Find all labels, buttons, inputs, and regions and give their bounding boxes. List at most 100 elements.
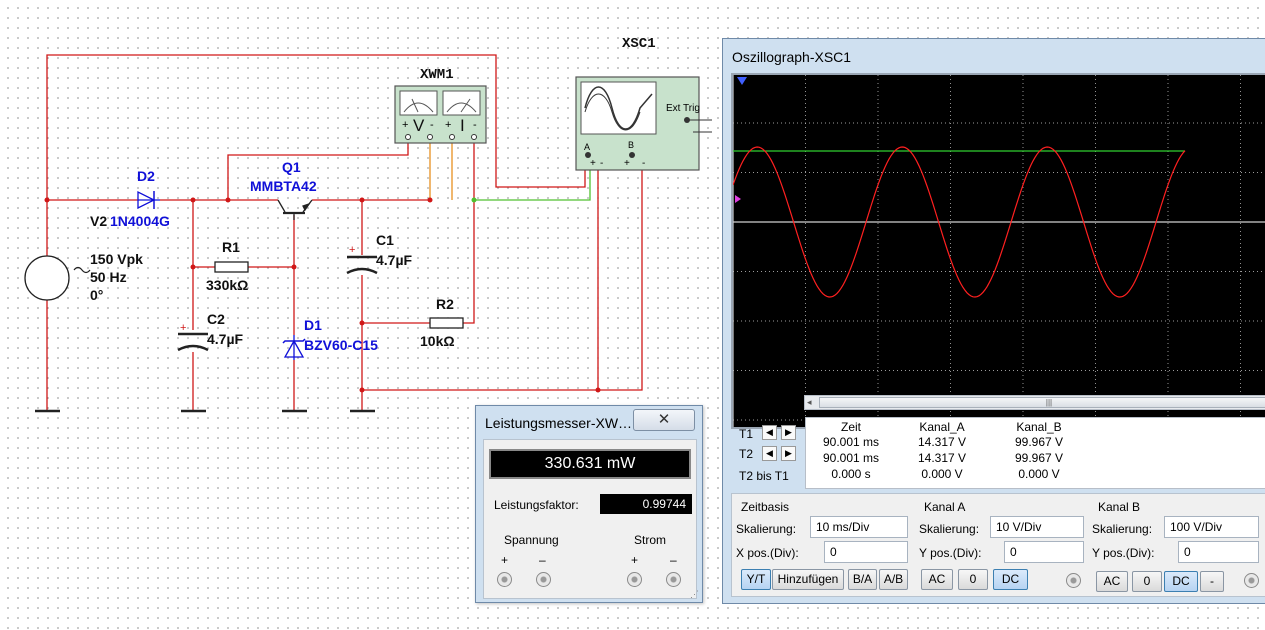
c2-value: 4.7µF (207, 331, 244, 347)
wire (362, 160, 599, 391)
current-plus-terminal[interactable] (627, 572, 642, 587)
r1-name: R1 (222, 239, 240, 255)
d2-part: 1N4004G (110, 213, 170, 229)
wire-green (474, 160, 591, 201)
cursor-t1-marker-icon[interactable] (737, 77, 747, 85)
channel-a-terminal[interactable] (1066, 573, 1081, 588)
oscilloscope-title: Oszillograph-XSC1 (732, 49, 852, 65)
horizontal-scrollbar[interactable]: ◂ ||| (804, 395, 1265, 410)
channel-b-scale-label: Skalierung: (1092, 522, 1153, 536)
delta-time: 0.000 s (831, 467, 871, 481)
channel-a-section-title: Kanal A (924, 500, 966, 514)
col-header-time: Zeit (840, 420, 861, 434)
timebase-scale-label: Skalierung: (736, 522, 797, 536)
capacitor-c2[interactable]: + (177, 322, 209, 352)
channel-b-ac-button[interactable]: AC (1096, 571, 1128, 592)
resistor-r2[interactable] (429, 317, 464, 329)
wattmeter-xwm1[interactable]: + - + - (394, 85, 487, 144)
channel-b-scale-input[interactable]: 100 V/Div (1164, 516, 1259, 538)
svg-text:+: + (180, 322, 186, 334)
add-mode-button[interactable]: Hinzufügen (772, 569, 844, 590)
cursor-t1-right-button[interactable]: ▶ (781, 425, 796, 440)
t2-channel-a: 14.317 V (917, 451, 967, 465)
cursor-t2-right-button[interactable]: ▶ (781, 446, 796, 461)
t2-time: 90.001 ms (822, 451, 880, 465)
current-group-label: Strom (634, 533, 667, 547)
channel-a-position-marker-icon[interactable] (735, 195, 741, 203)
source-amplitude: 150 Vpk (90, 251, 143, 267)
resistor-r1[interactable] (214, 261, 249, 273)
channel-a-ac-button[interactable]: AC (921, 569, 953, 590)
channel-a-trace (732, 146, 1186, 298)
zener-diode-d1[interactable] (282, 335, 306, 360)
scope-terminal-b: B (628, 140, 634, 150)
scroll-left-icon[interactable]: ◂ (807, 397, 812, 407)
c2-name: C2 (207, 311, 225, 327)
scrollbar-thumb[interactable]: ||| (819, 397, 1265, 408)
voltage-plus-terminal[interactable] (497, 572, 512, 587)
voltage-group-label: Spannung (504, 533, 559, 547)
wattmeter-name: XWM1 (420, 67, 454, 83)
channel-b-ypos-label: Y pos.(Div): (1092, 546, 1155, 560)
col-header-channel-a: Kanal_A (919, 420, 965, 434)
a-over-b-button[interactable]: A/B (879, 569, 908, 590)
wire (463, 143, 475, 324)
channel-a-ypos-input[interactable]: 0 (1004, 541, 1084, 563)
channel-a-zero-button[interactable]: 0 (958, 569, 988, 590)
channel-b-terminal[interactable] (1244, 573, 1259, 588)
power-reading-display: 330.631 mW (489, 449, 691, 479)
schematic-canvas[interactable]: V2 150 Vpk 50 Hz 0° D2 1N4004G Q1 MMBTA4… (0, 0, 722, 630)
channel-b-minus-button[interactable]: - (1200, 571, 1224, 592)
svg-text:-: - (600, 158, 603, 169)
power-meter-title: Leistungsmesser-XW… (485, 415, 633, 431)
q1-name: Q1 (282, 159, 301, 175)
svg-text:+: + (624, 158, 630, 169)
channel-a-ypos-label: Y pos.(Div): (919, 546, 982, 560)
scope-ext-trig-label: Ext Trig (666, 103, 700, 114)
wattmeter-v-label: V (413, 116, 425, 135)
oscilloscope-xsc1[interactable]: +- +- (575, 76, 712, 171)
wire-top-loop (46, 54, 586, 410)
timebase-scale-input[interactable]: 10 ms/Div (810, 516, 908, 538)
current-minus-terminal[interactable] (666, 572, 681, 587)
resize-grip-icon[interactable]: ⋰ (690, 589, 699, 599)
cursor-t1-label: T1 (739, 427, 754, 441)
channel-a-dc-button[interactable]: DC (993, 569, 1028, 590)
oscilloscope-screen[interactable] (731, 73, 1265, 429)
transistor-q1[interactable] (277, 199, 313, 220)
wattmeter-i-label: I (460, 116, 465, 135)
channel-b-ypos-input[interactable]: 0 (1178, 541, 1259, 563)
cursor-delta-label: T2 bis T1 (739, 469, 789, 483)
wire (227, 143, 409, 200)
diode-d2[interactable] (137, 190, 160, 210)
current-plus-label: + (631, 553, 639, 567)
q1-part: MMBTA42 (250, 178, 317, 194)
channel-b-zero-button[interactable]: 0 (1132, 571, 1162, 592)
channel-a-scale-label: Skalierung: (919, 522, 980, 536)
col-header-channel-b: Kanal_B (1016, 420, 1062, 434)
t1-channel-a: 14.317 V (917, 435, 967, 449)
b-over-a-button[interactable]: B/A (848, 569, 877, 590)
voltage-minus-terminal[interactable] (536, 572, 551, 587)
oscilloscope-window[interactable]: Oszillograph-XSC1 T1 ◀ ▶ T2 ◀ ▶ T2 bis T… (722, 38, 1265, 604)
svg-text:+: + (402, 119, 408, 131)
channel-a-scale-input[interactable]: 10 V/Div (990, 516, 1084, 538)
power-meter-panel: 330.631 mW Leistungsfaktor: 0.99744 Span… (483, 439, 697, 599)
scope-name: XSC1 (622, 36, 656, 52)
capacitor-c1[interactable]: + (346, 244, 378, 275)
ac-voltage-source[interactable] (24, 255, 91, 301)
channel-b-section-title: Kanal B (1098, 500, 1141, 514)
r1-value: 330kΩ (206, 277, 248, 293)
svg-text:+: + (590, 158, 596, 169)
timebase-xpos-input[interactable]: 0 (824, 541, 908, 563)
svg-text:-: - (473, 119, 477, 131)
channel-b-dc-button[interactable]: DC (1164, 571, 1198, 592)
power-meter-window[interactable]: Leistungsmesser-XW… ✕ 330.631 mW Leistun… (475, 405, 703, 603)
timebase-xpos-label: X pos.(Div): (736, 546, 799, 560)
source-phase: 0° (90, 287, 103, 303)
yt-mode-button[interactable]: Y/T (741, 569, 771, 590)
cursor-t1-left-button[interactable]: ◀ (762, 425, 777, 440)
cursor-t2-left-button[interactable]: ◀ (762, 446, 777, 461)
r2-value: 10kΩ (420, 333, 455, 349)
close-button[interactable]: ✕ (633, 409, 695, 431)
